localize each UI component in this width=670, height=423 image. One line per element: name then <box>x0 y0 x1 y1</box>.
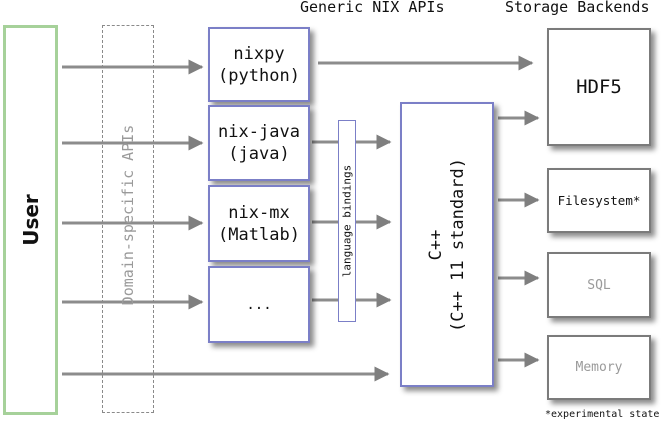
language-bindings-label: language bindings <box>340 164 354 278</box>
backend-filesystem: Filesystem* <box>547 168 651 233</box>
user-box: User <box>3 25 58 415</box>
cpp-label-line2: (C++ 11 standard) <box>448 157 468 332</box>
api-box-nixjava: nix-java (java) <box>208 105 310 181</box>
cpp-core-box: C++ (C++ 11 standard) <box>400 102 494 387</box>
backend-hdf5-label: HDF5 <box>576 76 622 98</box>
user-label: User <box>18 194 43 246</box>
header-generic-apis: Generic NIX APIs <box>300 0 445 16</box>
backend-filesystem-label: Filesystem* <box>557 193 641 208</box>
cpp-label-line1: C++ <box>426 229 446 260</box>
backend-memory-label: Memory <box>575 360 623 375</box>
backend-memory: Memory <box>547 335 651 400</box>
backend-sql: SQL <box>547 252 651 318</box>
footnote: *experimental state <box>545 409 660 420</box>
api-box-nixpy: nixpy (python) <box>208 27 310 102</box>
api-box-nixmx: nix-mx (Matlab) <box>208 185 310 262</box>
language-bindings-box: language bindings <box>338 120 356 322</box>
backend-hdf5: HDF5 <box>547 28 651 146</box>
header-storage-backends: Storage Backends <box>505 0 650 16</box>
api-box-ellipsis: ... <box>208 266 310 343</box>
domain-specific-apis-label: Domain-specific APIs <box>119 124 137 306</box>
backend-sql-label: SQL <box>587 277 611 293</box>
cpp-label: C++ (C++ 11 standard) <box>425 158 469 332</box>
domain-specific-apis-box: Domain-specific APIs <box>102 25 154 413</box>
